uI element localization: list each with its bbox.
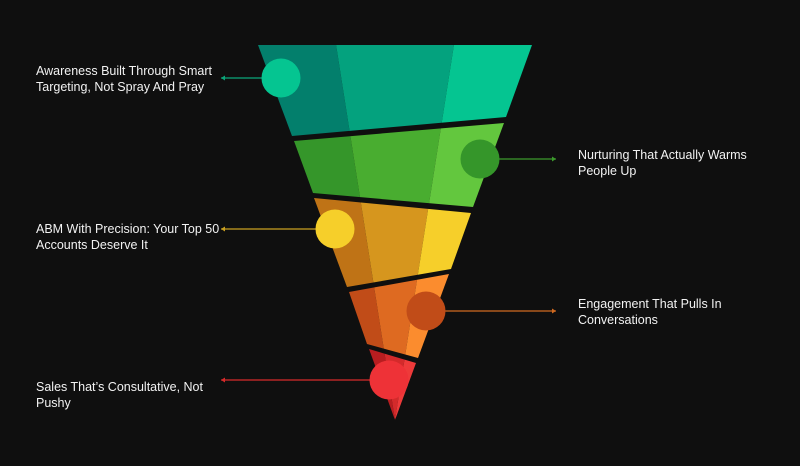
stage-marker-sales	[369, 360, 409, 400]
stage-marker-engagement	[406, 291, 446, 331]
funnel-band-abm	[314, 198, 471, 287]
arrowhead-icon	[221, 226, 225, 232]
stage-marker-abm	[315, 209, 355, 249]
arrowhead-icon	[221, 377, 225, 383]
funnel-band-awareness	[258, 45, 532, 136]
arrowhead-icon	[552, 156, 556, 162]
band-shade-mid	[329, 45, 461, 136]
stage-label-engagement: Engagement That Pulls In Conversations	[578, 297, 722, 327]
stage-label-sales: Sales That’s Consultative, Not Pushy	[36, 380, 203, 410]
stage-label-awareness: Awareness Built Through Smart Targeting,…	[36, 64, 213, 94]
arrowhead-icon	[552, 308, 556, 314]
band-shade-light	[395, 45, 532, 136]
stage-marker-awareness	[261, 58, 301, 98]
stage-marker-nurturing	[460, 139, 500, 179]
band-shade-mid	[329, 198, 461, 287]
stage-label-nurturing: Nurturing That Actually Warms People Up	[578, 148, 747, 178]
arrowhead-icon	[221, 75, 225, 81]
stage-label-abm: ABM With Precision: Your Top 50 Accounts…	[36, 222, 220, 252]
